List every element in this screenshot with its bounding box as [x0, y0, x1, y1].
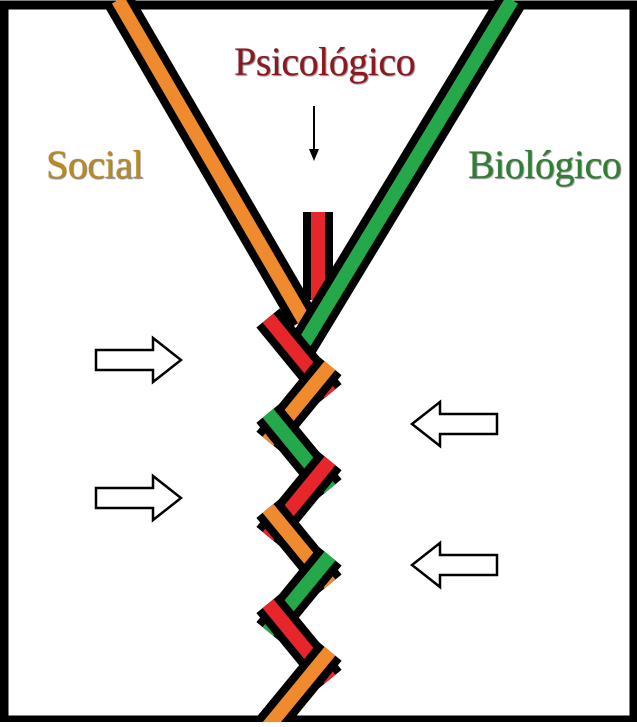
label-psicologico: Psicológico — [234, 42, 415, 82]
label-social: Social — [46, 145, 143, 185]
label-biologico: Biológico — [468, 145, 621, 185]
